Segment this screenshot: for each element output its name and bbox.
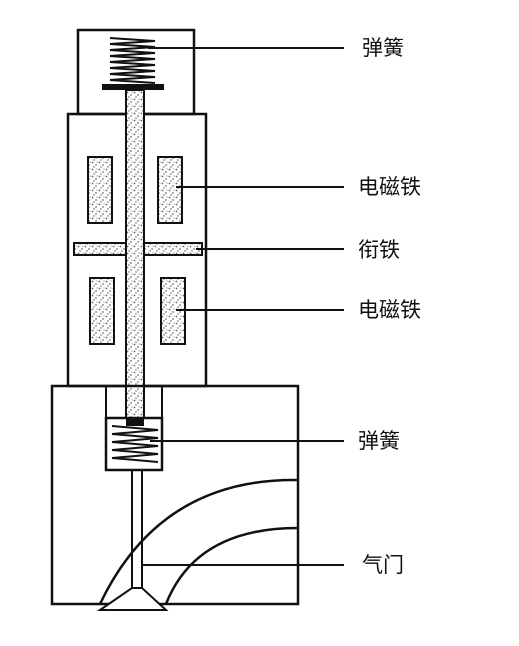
upper-coil-left [87, 156, 113, 224]
intake-port-curves [98, 478, 299, 605]
top-spring-coils [109, 37, 156, 84]
label-valve: 气门 [362, 553, 404, 577]
label-spring-top: 弹簧 [362, 36, 404, 60]
lower-coil-left [89, 277, 115, 345]
valve-head [96, 587, 169, 611]
leader-lines [142, 47, 344, 566]
lower-spring-coils [111, 425, 159, 463]
upper-coil-right [157, 156, 183, 224]
spring-retainer-plate [102, 84, 164, 90]
valve-stem [131, 470, 143, 588]
cylinder-head-block [50, 384, 300, 606]
label-spring-lower: 弹簧 [358, 429, 400, 453]
label-electromagnet-upper: 电磁铁 [358, 175, 421, 199]
label-armature: 衔铁 [358, 238, 400, 262]
valve-shaft [125, 89, 145, 419]
lower-spring-retainer [126, 418, 144, 426]
label-electromagnet-lower: 电磁铁 [358, 298, 421, 322]
